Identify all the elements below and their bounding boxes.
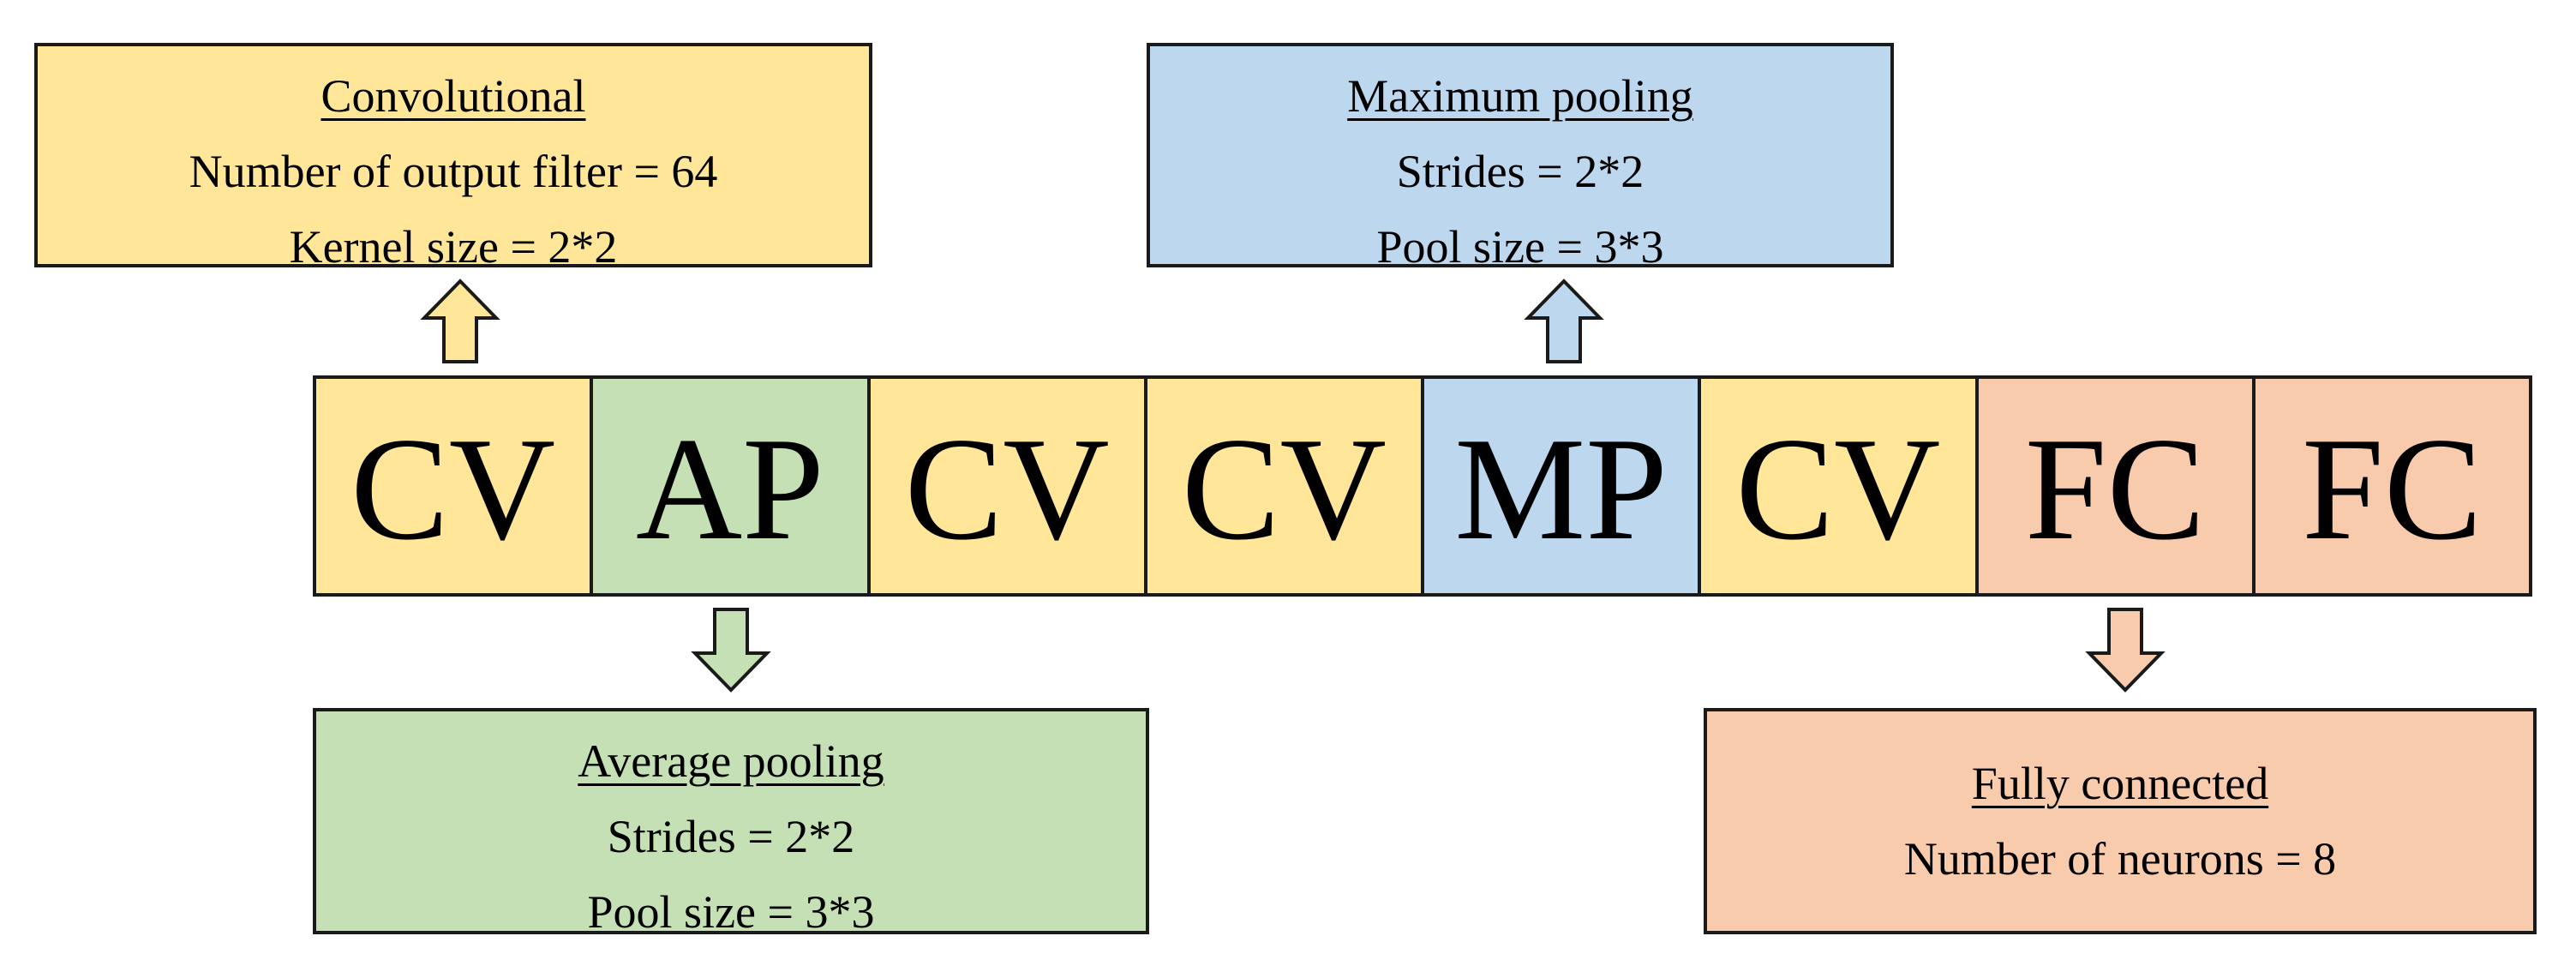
arrow-down-fully-connected-shape [2085,608,2166,693]
arrow-up-max-pooling [1524,279,1604,364]
layer-cell-cv-1: CV [316,379,594,593]
convolutional-kernel-size: Kernel size = 2*2 [289,221,618,273]
fully-connected-heading: Fully connected [1971,758,2269,809]
average-pooling-pool-size: Pool size = 3*3 [587,886,875,938]
max-pooling-heading: Maximum pooling [1347,70,1693,122]
arrow-down-average-pooling [691,607,771,693]
max-pooling-pool-size: Pool size = 3*3 [1376,221,1664,273]
arrow-down-fully-connected [2085,607,2166,693]
layer-cell-cv-4: CV [1701,379,1979,593]
arrow-down-average-pooling-shape [691,608,771,693]
convolutional-panel: Convolutional Number of output filter = … [34,43,872,273]
arrow-up-convolutional-shape [420,279,500,363]
average-pooling-heading: Average pooling [578,735,884,787]
layer-cell-cv-3: CV [1147,379,1424,593]
max-pooling-panel: Maximum pooling Strides = 2*2 Pool size … [1147,43,1894,273]
average-pooling-strides: Strides = 2*2 [607,811,855,862]
arrow-up-convolutional [420,279,500,364]
layer-strip: CV AP CV CV MP CV FC FC [313,375,2532,597]
layer-cell-ap: AP [593,379,871,593]
fully-connected-panel: Fully connected Number of neurons = 8 [1704,708,2537,934]
fully-connected-neuron-count: Number of neurons = 8 [1903,833,2337,885]
layer-cell-fc-1: FC [1978,379,2255,593]
layer-cell-fc-2: FC [2255,379,2529,593]
convolutional-heading: Convolutional [321,70,586,122]
layer-cell-cv-2: CV [870,379,1147,593]
layer-cell-mp: MP [1424,379,1702,593]
max-pooling-strides: Strides = 2*2 [1396,146,1644,197]
convolutional-filter-count: Number of output filter = 64 [189,146,718,197]
average-pooling-panel: Average pooling Strides = 2*2 Pool size … [313,708,1149,938]
arrow-up-max-pooling-shape [1524,279,1604,363]
